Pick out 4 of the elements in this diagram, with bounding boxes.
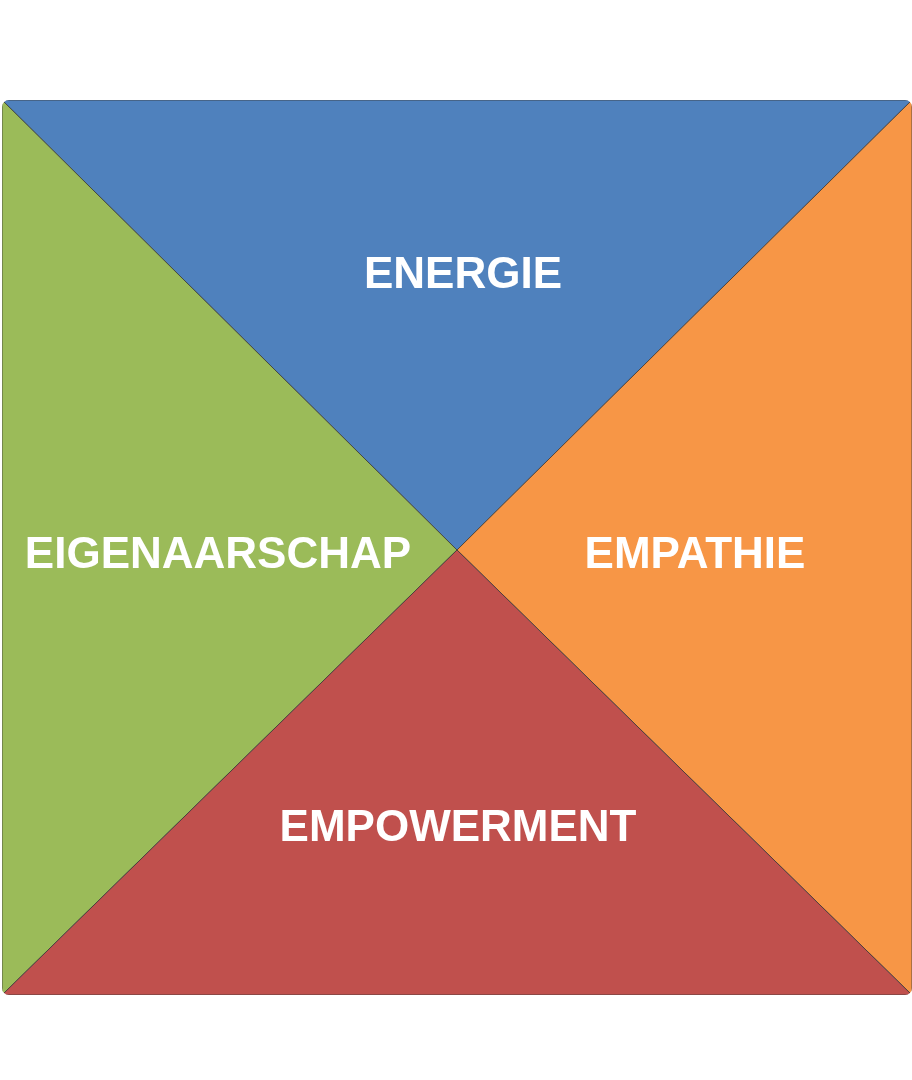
segment-label: ENERGIE — [364, 251, 562, 295]
segment-label: EMPATHIE — [584, 531, 806, 575]
segment-label: EIGENAARSCHAP — [24, 531, 412, 575]
segment-label: EMPOWERMENT — [279, 804, 637, 848]
